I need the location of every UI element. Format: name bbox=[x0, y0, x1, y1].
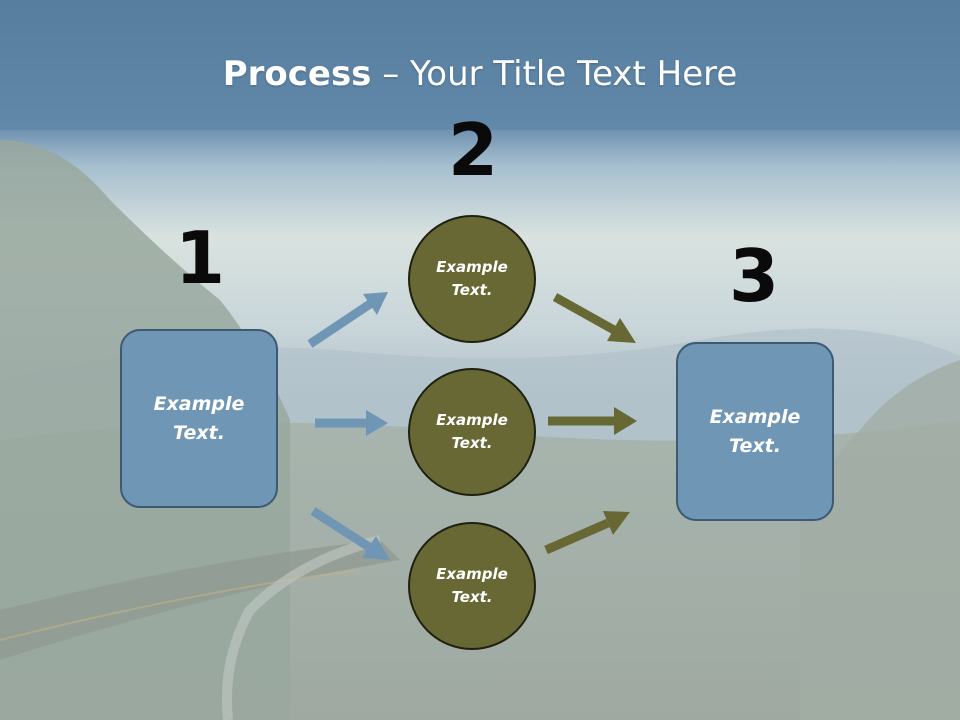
title-rest: – Your Title Text Here bbox=[371, 54, 738, 94]
step-2-label-top: Example Text. bbox=[436, 258, 508, 299]
step-2-circle-bottom[interactable]: Example Text. bbox=[408, 522, 536, 650]
step-number-3: 3 bbox=[728, 234, 780, 318]
step-3-box[interactable]: Example Text. bbox=[676, 342, 834, 521]
step-1-label: Example Text. bbox=[153, 392, 245, 444]
step-2-label-bottom: Example Text. bbox=[436, 565, 508, 606]
step-2-circle-top[interactable]: Example Text. bbox=[408, 215, 536, 343]
slide-title: Process – Your Title Text Here bbox=[0, 52, 960, 96]
step-number-1: 1 bbox=[174, 216, 226, 300]
step-2-label-middle: Example Text. bbox=[436, 411, 508, 452]
step-3-label: Example Text. bbox=[709, 405, 801, 457]
title-bold: Process bbox=[222, 54, 372, 94]
step-number-2: 2 bbox=[447, 108, 499, 192]
step-2-circle-middle[interactable]: Example Text. bbox=[408, 368, 536, 496]
step-1-box[interactable]: Example Text. bbox=[120, 329, 278, 508]
